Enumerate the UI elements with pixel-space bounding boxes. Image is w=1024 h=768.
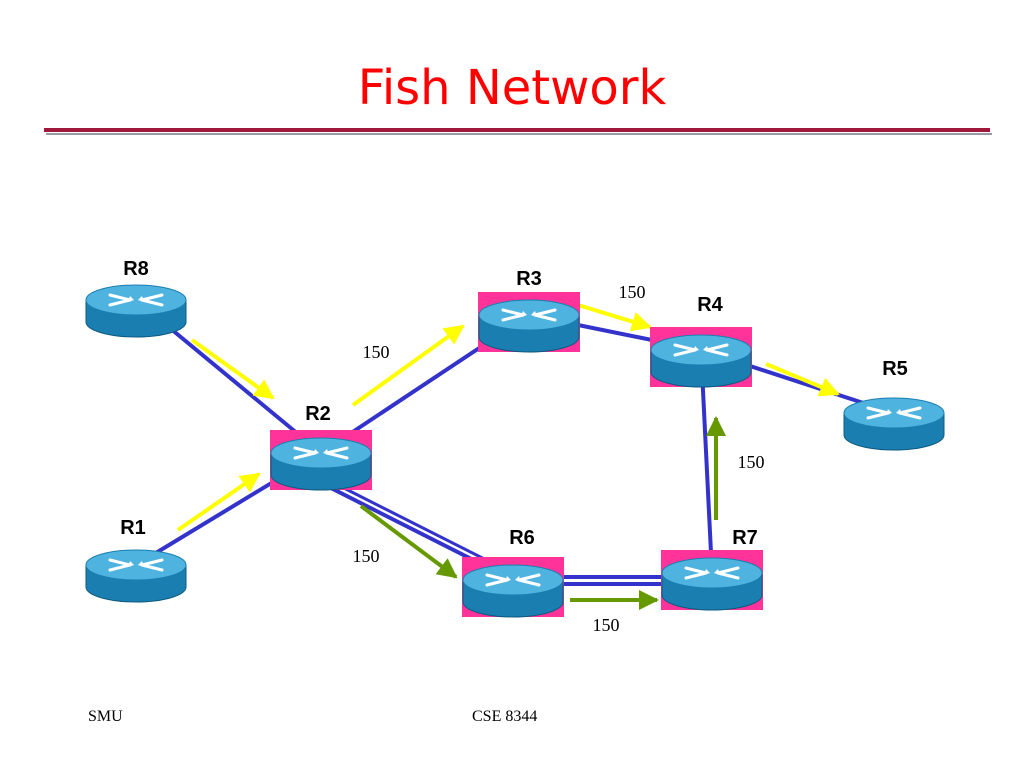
router-top bbox=[462, 564, 564, 596]
router-top bbox=[661, 557, 763, 589]
metric-label-r7-r4: 150 bbox=[738, 452, 765, 472]
router-label-r6: R6 bbox=[509, 527, 535, 549]
footer-left: SMU bbox=[88, 708, 123, 725]
metric-label-r2-r6: 150 bbox=[353, 546, 380, 566]
metric-label-r2-r3: 150 bbox=[363, 342, 390, 362]
router-arrows-icon bbox=[108, 558, 164, 572]
slide-title: Fish Network bbox=[357, 60, 667, 116]
router-label-r1: R1 bbox=[120, 517, 146, 539]
router-r6 bbox=[462, 557, 564, 618]
router-label-r4: R4 bbox=[697, 294, 723, 316]
router-label-r2: R2 bbox=[305, 403, 331, 425]
router-label-r5: R5 bbox=[882, 358, 908, 380]
metrics-layer: 150 150 150 150 150 bbox=[353, 282, 765, 635]
metric-label-r6-r7: 150 bbox=[593, 615, 620, 635]
router-top bbox=[85, 549, 187, 581]
router-r4 bbox=[650, 327, 752, 388]
router-top bbox=[85, 284, 187, 316]
flow-arrow-R2-R3 bbox=[351, 324, 465, 407]
router-top bbox=[478, 299, 580, 331]
router-r3 bbox=[478, 292, 580, 353]
router-r5 bbox=[843, 397, 945, 451]
router-arrows-icon bbox=[684, 566, 740, 580]
router-r7 bbox=[661, 550, 763, 611]
router-label-r7: R7 bbox=[732, 527, 758, 549]
router-arrows-icon bbox=[501, 308, 557, 322]
router-top bbox=[843, 397, 945, 429]
router-top bbox=[650, 334, 752, 366]
flow-arrow-R3-R4 bbox=[577, 303, 652, 332]
router-arrows-icon bbox=[866, 406, 922, 420]
router-label-r8: R8 bbox=[123, 258, 149, 280]
router-r2 bbox=[270, 430, 372, 491]
router-arrows-icon bbox=[293, 446, 349, 460]
metric-label-r3-r4: 150 bbox=[619, 282, 646, 302]
router-label-r3: R3 bbox=[516, 268, 542, 290]
flow-arrow-R8-R2 bbox=[190, 338, 275, 400]
router-top bbox=[270, 437, 372, 469]
flow-arrow-R4-R5 bbox=[765, 362, 840, 397]
flow-arrow-R1-R2 bbox=[176, 472, 261, 532]
router-arrows-icon bbox=[673, 343, 729, 357]
footer-center: CSE 8344 bbox=[472, 708, 538, 725]
routers-layer bbox=[85, 284, 945, 618]
router-arrows-icon bbox=[485, 573, 541, 587]
title-rule bbox=[44, 128, 992, 135]
flows-layer bbox=[176, 303, 840, 610]
flow-arrow-R2-R6 bbox=[359, 504, 458, 579]
router-r8 bbox=[85, 284, 187, 338]
router-arrows-icon bbox=[108, 293, 164, 307]
router-r1 bbox=[85, 549, 187, 603]
